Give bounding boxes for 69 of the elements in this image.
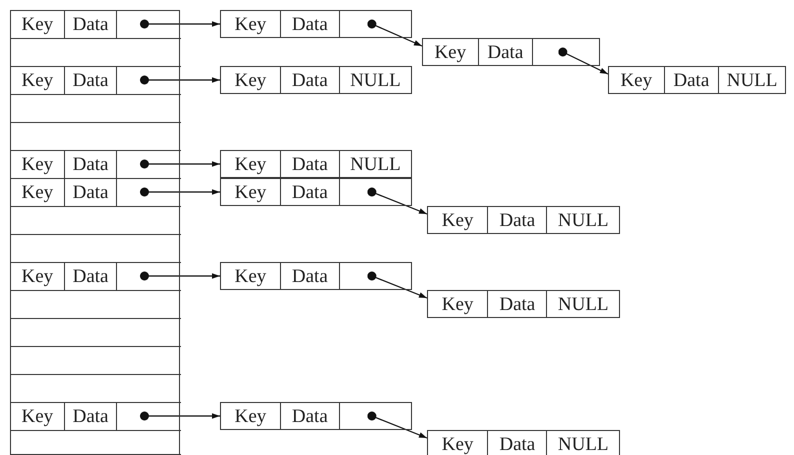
table-slot — [11, 67, 181, 95]
data-label: Data — [72, 15, 108, 34]
data-label: Data — [292, 406, 328, 426]
data-label: Data — [72, 183, 108, 202]
key-label: Key — [234, 70, 266, 90]
table-slot — [11, 263, 181, 291]
pointer-arrow — [367, 412, 428, 439]
pointer-label: NULL — [558, 294, 609, 314]
data-label: Data — [487, 42, 524, 62]
key-label: Key — [22, 407, 54, 426]
list-node — [220, 66, 412, 94]
pointer-arrow — [367, 20, 422, 47]
pointer-label: NULL — [350, 70, 401, 90]
key-label: Key — [22, 15, 54, 34]
table-slot — [11, 151, 181, 179]
key-label: Key — [442, 210, 474, 230]
pointer-arrow — [140, 20, 220, 28]
pointer-arrow — [140, 160, 220, 168]
list-node — [422, 38, 600, 66]
list-node — [427, 206, 620, 234]
pointer-label: NULL — [558, 210, 609, 230]
pointer-label: NULL — [726, 70, 778, 90]
data-label: Data — [72, 71, 108, 90]
list-node — [220, 10, 412, 38]
data-label: Data — [72, 407, 108, 426]
key-label: Key — [234, 266, 266, 286]
data-label: Data — [292, 154, 328, 174]
list-node — [220, 178, 412, 206]
pointer-label: NULL — [350, 154, 401, 174]
pointer-label: NULL — [558, 434, 609, 454]
pointer-arrow — [558, 48, 608, 75]
key-label: Key — [234, 406, 266, 426]
list-node — [608, 66, 786, 94]
table-slot — [11, 11, 181, 39]
key-label: Key — [234, 182, 266, 202]
pointer-arrow — [367, 272, 428, 299]
pointer-arrow — [367, 188, 428, 215]
data-label: Data — [673, 70, 710, 90]
data-label: Data — [292, 70, 328, 90]
key-label: Key — [22, 267, 54, 286]
key-label: Key — [234, 154, 266, 174]
data-label: Data — [499, 434, 536, 454]
key-label: Key — [22, 155, 54, 174]
key-label: Key — [620, 70, 652, 90]
list-node — [427, 430, 620, 455]
pointer-arrow — [140, 272, 220, 280]
key-label: Key — [434, 42, 466, 62]
pointer-arrow — [140, 188, 220, 196]
pointer-arrow — [140, 76, 220, 84]
key-label: Key — [234, 14, 266, 34]
table-slot — [11, 403, 181, 431]
data-label: Data — [499, 210, 536, 230]
data-label: Data — [499, 294, 536, 314]
data-label: Data — [72, 155, 108, 174]
data-label: Data — [72, 267, 108, 286]
hash-table — [10, 10, 180, 455]
data-label: Data — [292, 14, 328, 34]
key-label: Key — [22, 71, 54, 90]
key-label: Key — [442, 294, 474, 314]
pointer-arrow — [140, 412, 220, 420]
list-node — [427, 290, 620, 318]
list-node — [220, 402, 412, 430]
key-label: Key — [22, 183, 54, 202]
data-label: Data — [292, 182, 328, 202]
list-node — [220, 262, 412, 290]
data-label: Data — [292, 266, 328, 286]
key-label: Key — [442, 434, 474, 454]
list-node — [220, 150, 412, 178]
table-slot — [11, 179, 181, 207]
